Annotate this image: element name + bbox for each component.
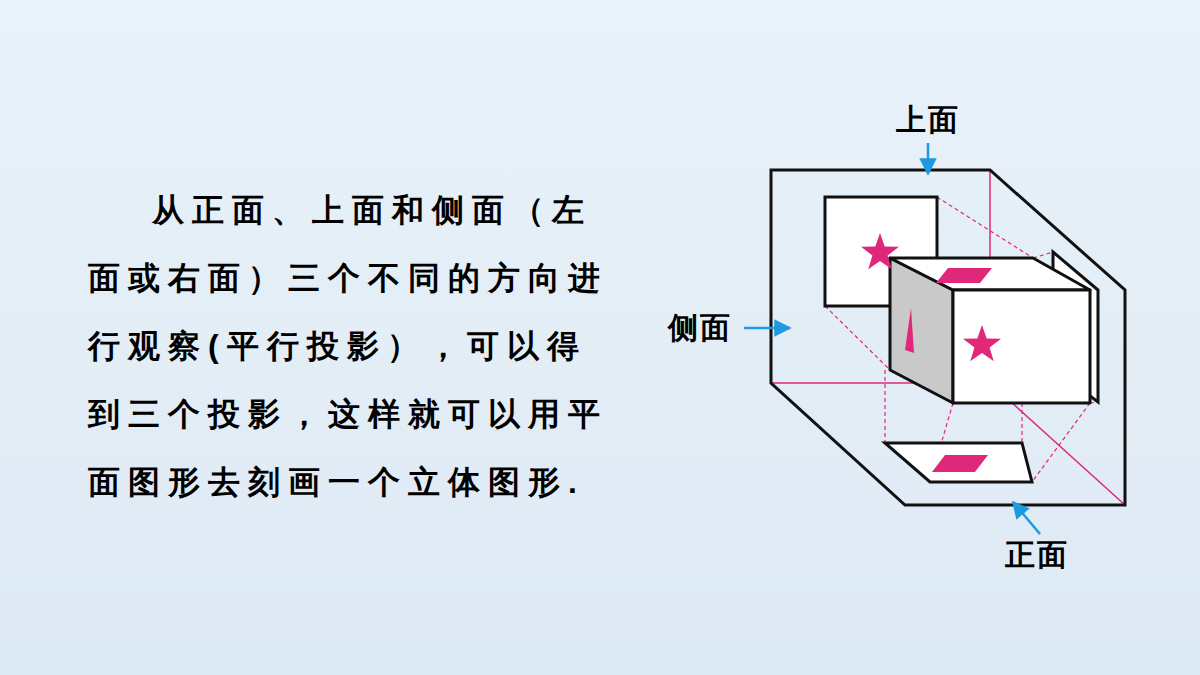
top-view <box>885 443 1032 482</box>
top-view-mark <box>932 455 988 472</box>
leader-arrows <box>744 143 1040 534</box>
star-mark <box>963 325 1001 361</box>
view-label: 正面 <box>1005 535 1069 576</box>
view-label: 上面 <box>896 100 960 141</box>
cube <box>890 258 1090 403</box>
star-mark <box>861 233 899 269</box>
projection-planes <box>771 170 1125 505</box>
description-text: 从正面、上面和侧面（左面或右面）三个不同的方向进行观察(平行投影），可以得到三个… <box>88 176 618 516</box>
cube-top-mark <box>936 268 992 283</box>
projection-lines <box>825 197 1098 482</box>
view-label: 侧面 <box>668 308 732 349</box>
cube-side-mark <box>905 308 914 353</box>
